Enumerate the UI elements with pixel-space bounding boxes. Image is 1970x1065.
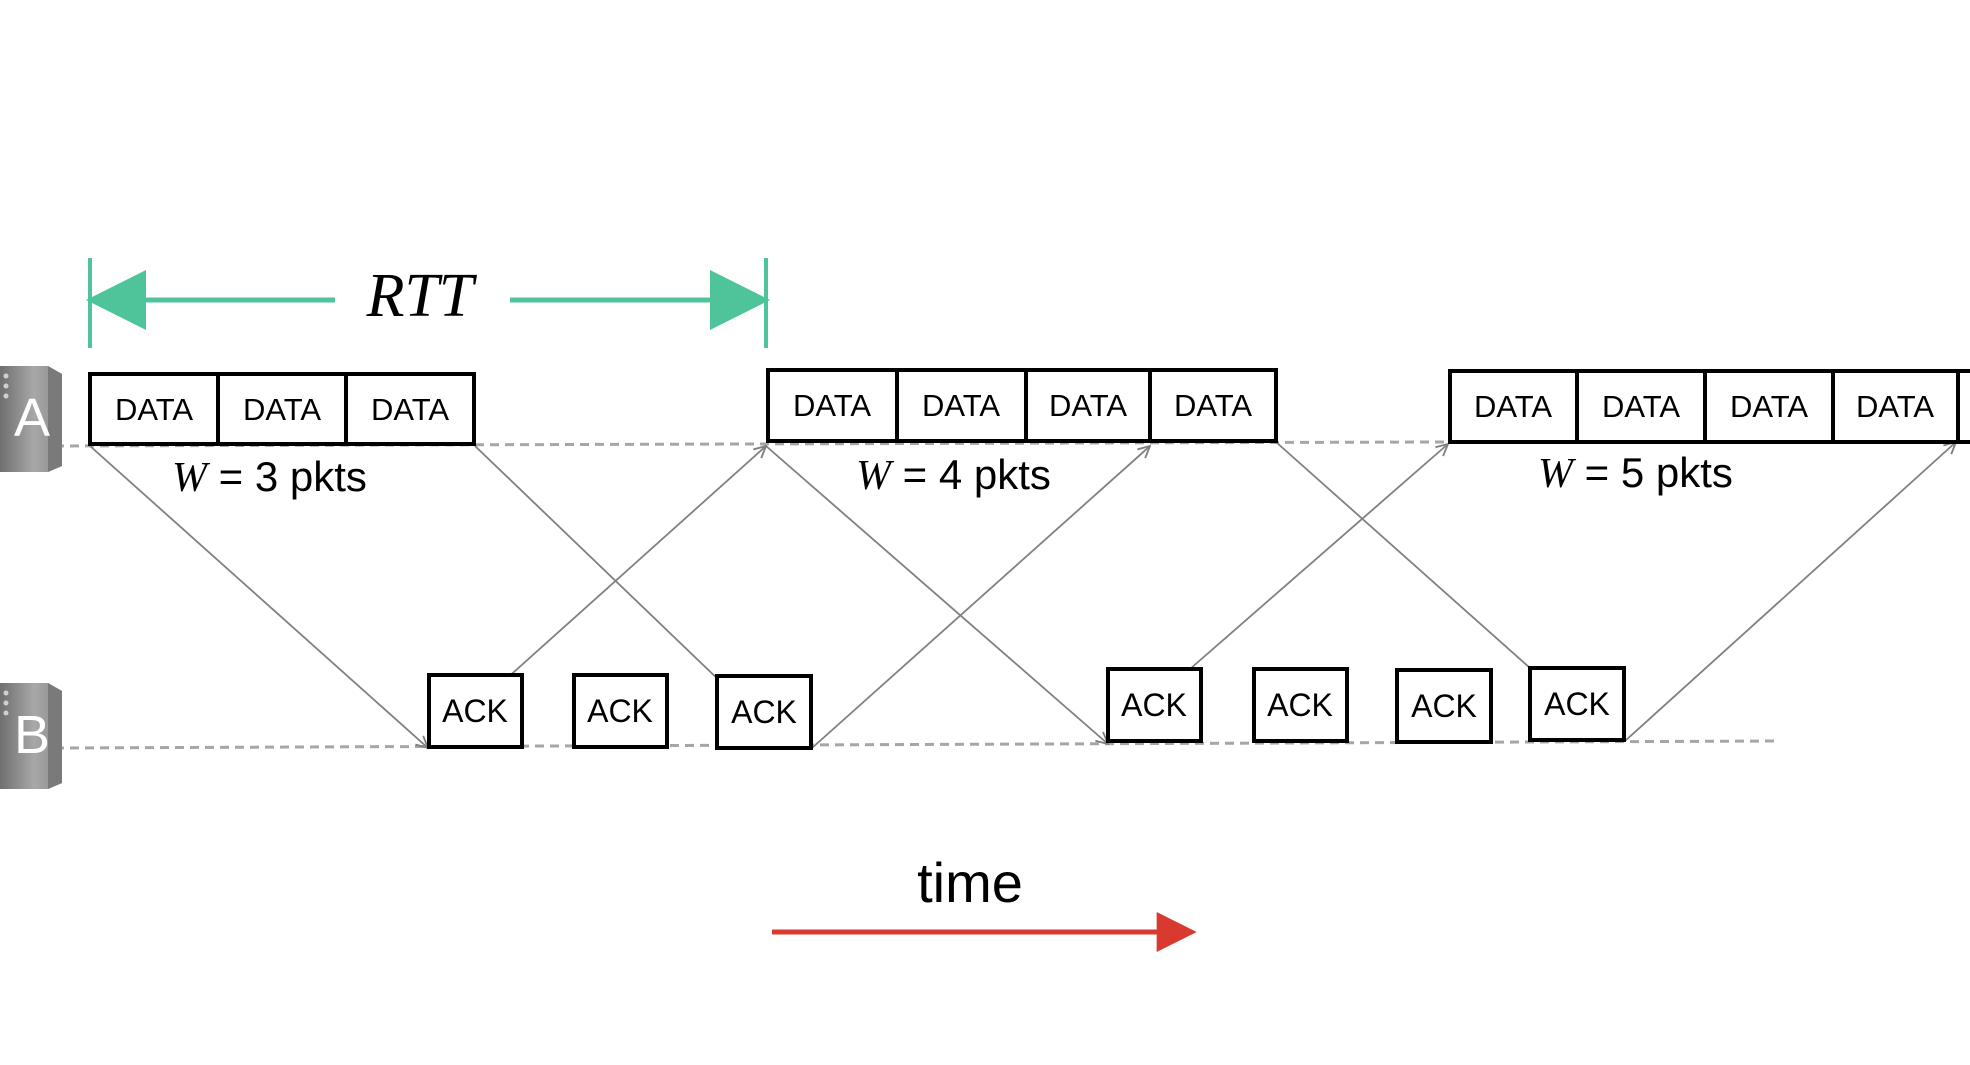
svg-text:DATA: DATA xyxy=(371,392,449,427)
ack-flight-line xyxy=(504,446,766,681)
svg-text:ACK: ACK xyxy=(1121,687,1187,723)
data-packet: DATA xyxy=(1148,368,1278,443)
data-packet: DATA xyxy=(1831,369,1960,444)
rtt-marker: RTT xyxy=(86,258,770,348)
host-a: A xyxy=(0,366,62,472)
data-packet: DATA xyxy=(1575,369,1707,444)
svg-text:ACK: ACK xyxy=(731,694,797,730)
host-a-label: A xyxy=(14,388,50,448)
svg-text:DATA: DATA xyxy=(1730,389,1808,424)
ack-packet: ACK xyxy=(1395,668,1493,744)
svg-text:ACK: ACK xyxy=(442,693,508,729)
data-packet: DATA xyxy=(1448,369,1579,444)
data-packet: DATA xyxy=(1024,368,1152,443)
data-packet-partial xyxy=(1956,369,1970,444)
data-flight-line xyxy=(765,445,1108,744)
svg-text:ACK: ACK xyxy=(1544,686,1610,722)
data-packet: DATA xyxy=(216,372,348,446)
data-packet: DATA xyxy=(1703,369,1835,444)
svg-text:DATA: DATA xyxy=(115,392,193,427)
data-packet: DATA xyxy=(88,372,220,446)
data-flight-line xyxy=(474,445,749,709)
svg-text:DATA: DATA xyxy=(922,388,1000,423)
server-icon xyxy=(0,366,62,472)
svg-text:DATA: DATA xyxy=(793,388,871,423)
time-label: time xyxy=(917,851,1023,914)
ack-round-1: ACK ACK ACK xyxy=(427,673,813,750)
data-packet: DATA xyxy=(766,368,899,443)
window-size-label-1: W = 3 pkts xyxy=(172,453,367,501)
ack-packet: ACK xyxy=(1106,667,1203,743)
window-size-label-3: W = 5 pkts xyxy=(1538,449,1733,497)
ack-packet: ACK xyxy=(715,674,813,750)
ack-packet: ACK xyxy=(1252,667,1349,743)
svg-text:ACK: ACK xyxy=(587,693,653,729)
svg-text:ACK: ACK xyxy=(1267,687,1333,723)
ack-packet: ACK xyxy=(1528,666,1626,742)
ack-round-2: ACK ACK ACK ACK xyxy=(1106,666,1626,744)
svg-text:ACK: ACK xyxy=(1411,688,1477,724)
server-icon xyxy=(0,683,62,789)
rtt-label: RTT xyxy=(366,262,478,330)
host-b: B xyxy=(0,683,62,789)
host-b-label: B xyxy=(14,705,50,765)
ack-packet: ACK xyxy=(427,673,524,749)
svg-text:DATA: DATA xyxy=(243,392,321,427)
data-packet: DATA xyxy=(344,372,476,446)
data-packet: DATA xyxy=(895,368,1028,443)
packet-flight-lines xyxy=(89,441,1956,749)
svg-text:DATA: DATA xyxy=(1474,389,1552,424)
svg-text:DATA: DATA xyxy=(1049,388,1127,423)
window-2-packets: DATA DATA DATA DATA xyxy=(766,368,1278,443)
ack-flight-line xyxy=(811,446,1150,749)
window-1-packets: DATA DATA DATA xyxy=(88,372,476,446)
data-flight-line xyxy=(1275,441,1531,669)
timeline-b xyxy=(54,739,1781,750)
svg-text:DATA: DATA xyxy=(1602,389,1680,424)
ack-flight-line xyxy=(1189,444,1448,670)
window-size-label-2: W = 4 pkts xyxy=(856,451,1051,499)
ack-packet: ACK xyxy=(572,673,669,749)
data-flight-line xyxy=(89,445,428,748)
time-axis: time xyxy=(772,851,1197,952)
svg-text:DATA: DATA xyxy=(1856,389,1934,424)
window-3-packets: DATA DATA DATA DATA xyxy=(1448,369,1970,444)
svg-text:DATA: DATA xyxy=(1174,388,1252,423)
ack-flight-line xyxy=(1624,442,1956,742)
